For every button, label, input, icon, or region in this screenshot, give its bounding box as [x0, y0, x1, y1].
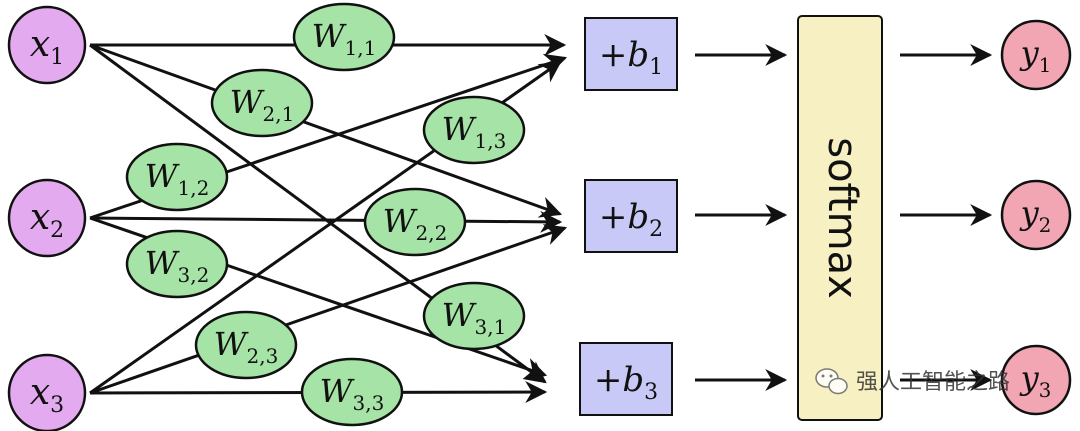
input-x3-sub: 3: [50, 393, 64, 418]
output-y3-sub: 3: [1039, 378, 1052, 402]
weight-w21-sub: 2,1: [263, 102, 295, 126]
bias-b3-sub: 3: [644, 380, 658, 405]
svg-text:x2: x2: [30, 197, 64, 243]
svg-text:W2,2: W2,2: [383, 202, 448, 245]
bias-box-b1: +b1: [584, 17, 678, 91]
output-y2-base: y: [1019, 194, 1040, 232]
output-y2-sub: 2: [1039, 213, 1052, 237]
output-node-y2: y2: [1000, 179, 1072, 251]
output-y3-base: y: [1019, 359, 1040, 397]
edge-x2-b2: [89, 210, 563, 233]
weight-w32-sub: 3,2: [178, 263, 210, 287]
svg-text:x3: x3: [30, 372, 64, 418]
bias-b3-prefix: +: [594, 360, 623, 400]
weight-w23-base: W: [214, 325, 250, 363]
bias-box-b3: +b3: [579, 342, 673, 416]
flow-arrows: [695, 44, 993, 391]
weight-w32-base: W: [145, 244, 181, 282]
weight-w33-base: W: [320, 372, 356, 410]
weight-w31-base: W: [442, 296, 478, 334]
input-node-x1: x1: [7, 5, 87, 85]
svg-text:y1: y1: [1019, 34, 1052, 77]
svg-text:x1: x1: [30, 24, 64, 70]
weight-w33-sub: 3,3: [353, 391, 385, 415]
weight-w23: W2,3: [194, 310, 298, 380]
softmax-block: softmax: [797, 15, 883, 421]
weight-w33: W3,3: [300, 357, 404, 427]
svg-text:+b2: +b2: [599, 197, 663, 242]
input-x2-base: x: [30, 197, 50, 238]
softmax-label: softmax: [819, 137, 865, 299]
wechat-icon: [815, 368, 848, 395]
input-node-x2: x2: [7, 178, 87, 258]
weight-w23-sub: 2,3: [247, 344, 279, 368]
input-x2-sub: 2: [50, 218, 64, 243]
svg-text:W2,1: W2,1: [230, 83, 295, 126]
bias-b3-base: b: [622, 360, 644, 400]
weight-w12: W1,2: [125, 142, 229, 212]
edge-x1-b2: [89, 43, 563, 218]
svg-text:W1,3: W1,3: [442, 110, 507, 153]
weight-w13: W1,3: [422, 95, 526, 165]
output-y1-sub: 1: [1039, 53, 1052, 77]
weight-w32: W3,2: [125, 229, 229, 299]
svg-text:W3,1: W3,1: [442, 296, 507, 339]
watermark: 强人工智能之路: [815, 368, 1010, 395]
watermark-text: 强人工智能之路: [856, 370, 1010, 395]
weight-w12-sub: 1,2: [178, 176, 210, 200]
output-y1-base: y: [1019, 34, 1040, 72]
output-node-y3: y3: [1000, 344, 1072, 416]
weight-w21: W2,1: [210, 68, 314, 138]
weight-w11: W1,1: [292, 2, 396, 72]
input-x1-base: x: [30, 24, 50, 65]
svg-text:+b3: +b3: [594, 360, 658, 405]
bias-b1-sub: 1: [649, 55, 663, 80]
weight-w22-base: W: [383, 202, 419, 240]
bias-b2-prefix: +: [599, 197, 628, 237]
svg-text:+b1: +b1: [599, 35, 663, 80]
weight-w13-base: W: [442, 110, 478, 148]
weight-w11-sub: 1,1: [345, 36, 377, 60]
weight-w13-sub: 1,3: [475, 129, 507, 153]
bias-box-b2: +b2: [584, 179, 678, 253]
svg-text:W3,2: W3,2: [145, 244, 210, 287]
edge-x3-b2: [89, 224, 568, 395]
svg-text:W1,2: W1,2: [145, 157, 210, 200]
input-x1-sub: 1: [50, 45, 64, 70]
input-x3-base: x: [30, 372, 50, 413]
output-node-y1: y1: [1000, 19, 1072, 91]
svg-text:y3: y3: [1019, 359, 1052, 402]
svg-text:W2,3: W2,3: [214, 325, 279, 368]
weight-w31: W3,1: [422, 281, 526, 351]
svg-text:y2: y2: [1019, 194, 1052, 237]
weight-w31-sub: 3,1: [475, 315, 507, 339]
svg-text:W3,3: W3,3: [320, 372, 385, 415]
weight-w22: W2,2: [363, 187, 467, 257]
svg-text:W1,1: W1,1: [312, 17, 377, 60]
bias-b2-sub: 2: [649, 217, 663, 242]
weight-w11-base: W: [312, 17, 348, 55]
bias-b1-prefix: +: [599, 35, 628, 75]
bias-b2-base: b: [627, 197, 649, 237]
weight-w12-base: W: [145, 157, 181, 195]
bias-b1-base: b: [627, 35, 649, 75]
weight-w21-base: W: [230, 83, 266, 121]
input-node-x3: x3: [7, 353, 87, 431]
weight-w22-sub: 2,2: [416, 221, 448, 245]
